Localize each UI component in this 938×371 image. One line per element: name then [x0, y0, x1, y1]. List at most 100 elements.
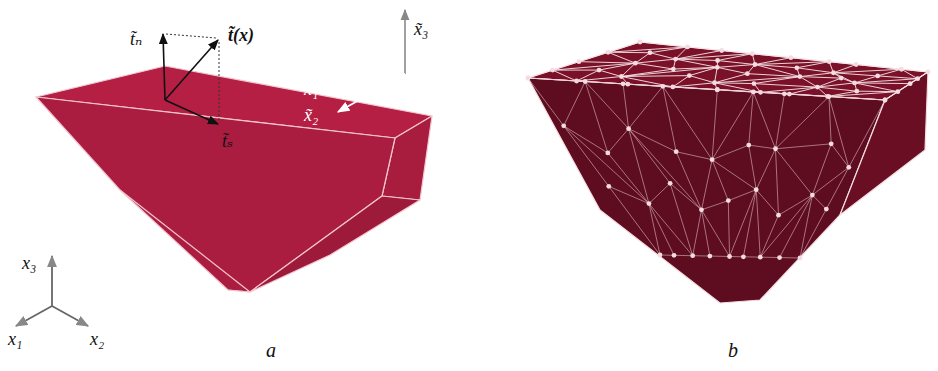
- mesh-edge: [689, 67, 717, 75]
- axis-label: x₁: [8, 330, 22, 348]
- mesh-edge: [878, 76, 918, 79]
- axis-label: x̃₃: [414, 20, 428, 38]
- mesh-edge: [812, 144, 831, 195]
- mesh-node: [687, 73, 692, 78]
- mesh-edge: [608, 129, 629, 153]
- mesh-node: [699, 207, 704, 212]
- mesh-edge: [743, 190, 756, 257]
- mesh-node: [633, 61, 638, 66]
- mesh-node: [619, 74, 624, 79]
- panel-letter: a: [266, 340, 276, 360]
- mesh-node: [606, 50, 611, 55]
- mesh-edge: [756, 190, 760, 257]
- mesh-node: [710, 157, 715, 162]
- mesh-node: [776, 213, 781, 218]
- mesh-edge: [676, 152, 701, 210]
- mesh-node: [895, 89, 900, 94]
- mesh-node: [712, 80, 717, 85]
- traction-vectors: [163, 34, 219, 124]
- mesh-node: [577, 59, 582, 64]
- mesh-node: [647, 201, 652, 206]
- mesh-edge: [585, 82, 623, 84]
- mesh-edge: [649, 183, 670, 203]
- mesh-edge: [775, 97, 828, 149]
- mesh-node: [824, 207, 829, 212]
- mesh-node: [777, 255, 782, 260]
- axis-label: x₂: [90, 330, 104, 348]
- mesh-node: [883, 98, 888, 103]
- mesh-edge: [775, 144, 831, 149]
- mesh-edge: [749, 92, 754, 145]
- mesh-node: [583, 79, 588, 84]
- mesh-node: [707, 254, 712, 259]
- mesh-edge: [812, 195, 826, 209]
- mesh-edge: [693, 210, 702, 256]
- axis-label: x̃₂: [304, 106, 318, 124]
- mesh-edge: [629, 129, 671, 184]
- mesh-edge: [528, 78, 564, 126]
- mesh-node: [741, 254, 746, 259]
- mesh-edge: [800, 195, 812, 258]
- mesh-edge: [749, 145, 776, 149]
- mesh-edge: [775, 149, 778, 215]
- local-axes: [338, 10, 405, 112]
- mesh-edge: [528, 78, 585, 82]
- mesh-node: [550, 68, 555, 73]
- mesh-node: [690, 253, 695, 258]
- mesh-edge: [670, 183, 693, 255]
- mesh-edge: [676, 59, 718, 67]
- mesh-edge: [670, 183, 701, 209]
- mesh-edge: [797, 68, 834, 73]
- mesh-edge: [649, 204, 660, 255]
- solid-b: [528, 42, 928, 303]
- mesh-edge: [780, 195, 813, 257]
- mesh-edge: [743, 256, 760, 257]
- mesh-node: [846, 165, 851, 170]
- vector-label: t̃ₙ: [130, 30, 142, 48]
- mesh-node: [674, 149, 679, 154]
- mesh-edge: [812, 167, 848, 195]
- mesh-edge: [609, 186, 660, 255]
- vector-label: t̃(x): [228, 26, 254, 44]
- mesh-node: [726, 198, 731, 203]
- mesh-edge: [712, 90, 717, 160]
- mesh-node: [794, 65, 799, 70]
- mesh-node: [883, 98, 888, 103]
- mesh-node: [827, 59, 832, 64]
- mesh-node: [715, 87, 720, 92]
- mesh-edge: [621, 67, 717, 76]
- mesh-edge: [663, 86, 712, 159]
- mesh-node: [605, 151, 610, 156]
- mesh-node: [727, 254, 732, 259]
- mesh-edge: [753, 92, 775, 149]
- mesh-node: [715, 65, 720, 70]
- mesh-node: [754, 187, 759, 192]
- mesh-edge: [800, 77, 818, 87]
- mesh-edge: [829, 62, 856, 65]
- mesh-node: [685, 45, 690, 50]
- mesh-node: [648, 50, 653, 55]
- mesh-edge: [728, 190, 756, 201]
- mesh-node: [606, 184, 611, 189]
- mesh-edge: [717, 67, 747, 73]
- mesh-node: [626, 126, 631, 131]
- mesh-node: [719, 48, 724, 53]
- mesh-node: [854, 89, 859, 94]
- mesh-edge: [754, 84, 817, 88]
- mesh-edge: [712, 92, 753, 160]
- mesh-edge: [621, 77, 672, 87]
- mesh-node: [715, 87, 720, 92]
- mesh-node: [839, 76, 844, 81]
- mesh-edge: [791, 58, 829, 62]
- mesh-node: [668, 181, 673, 186]
- mesh-edge: [789, 87, 817, 94]
- mesh-node: [758, 255, 763, 260]
- mesh-edge: [717, 65, 755, 68]
- mesh-edge: [831, 144, 849, 167]
- mesh-edge: [722, 51, 753, 54]
- mesh-node: [854, 62, 859, 67]
- mesh-edge: [564, 82, 585, 126]
- mesh-edge: [775, 149, 812, 195]
- mesh-node: [638, 40, 643, 45]
